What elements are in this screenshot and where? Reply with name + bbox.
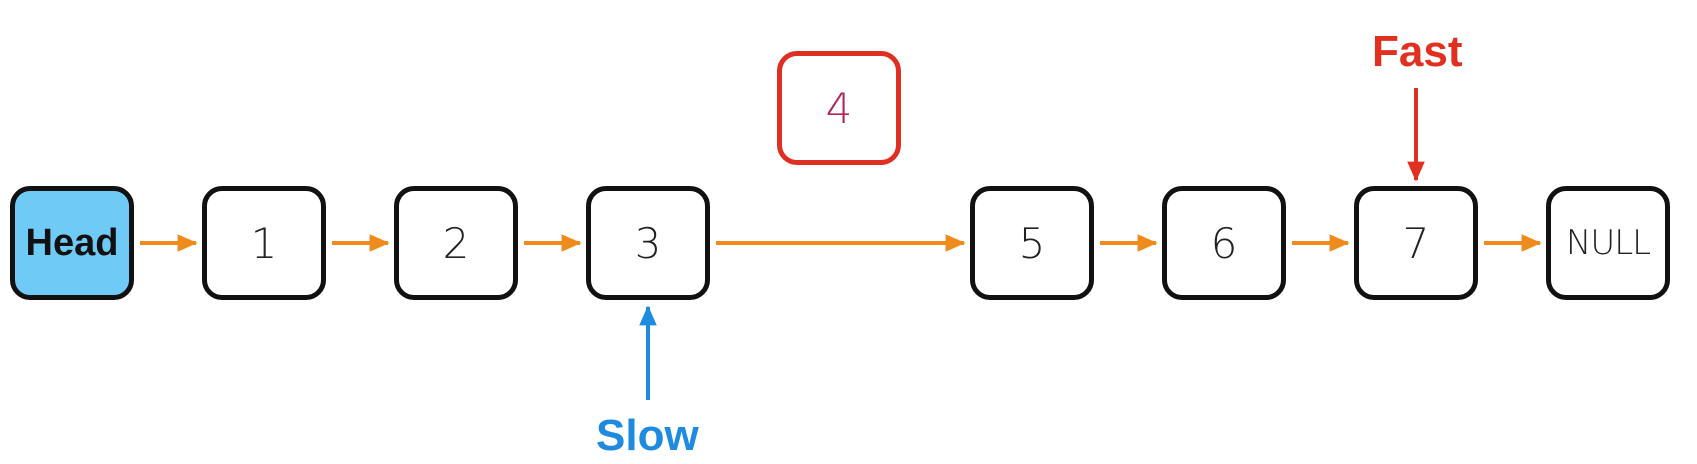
- node-7: 7: [1354, 186, 1478, 300]
- node-2: 2: [394, 186, 518, 300]
- node-5: 5: [970, 186, 1094, 300]
- slow-pointer-label: Slow: [596, 411, 699, 460]
- node-head: Head: [10, 186, 134, 300]
- node-1: 1: [202, 186, 326, 300]
- node-3: 3: [586, 186, 710, 300]
- node-null: NULL: [1546, 186, 1670, 300]
- node-6: 6: [1162, 186, 1286, 300]
- fast-pointer-label: Fast: [1372, 27, 1463, 76]
- node-4-removed: 4: [777, 51, 901, 165]
